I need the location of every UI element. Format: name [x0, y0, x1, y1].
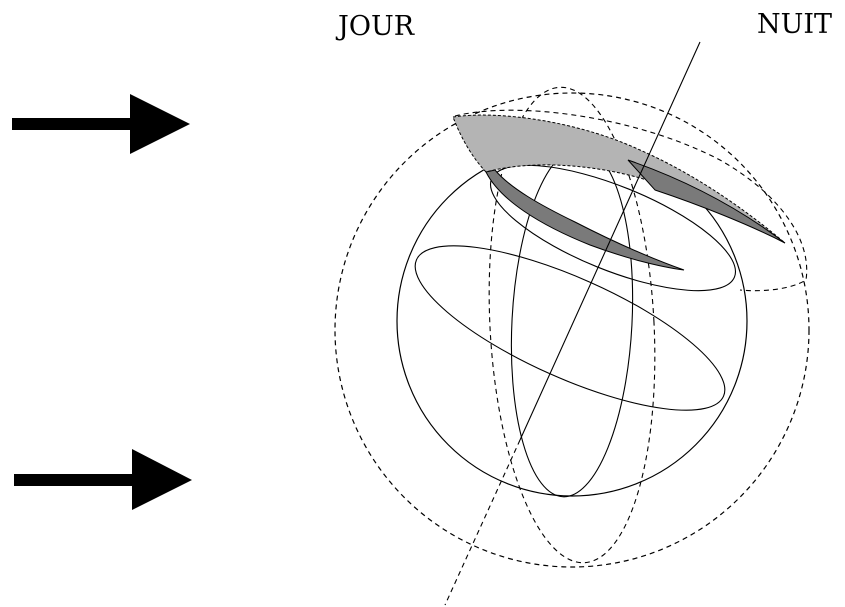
sunlight-arrow-bottom [14, 449, 192, 510]
sunlight-arrow-top [12, 94, 190, 154]
dark-shaded-region-right [627, 159, 786, 244]
rotation-axis-solid [519, 41, 701, 441]
outer-dashed-sphere [334, 92, 810, 568]
rotation-axis-dashed [444, 439, 521, 606]
night-label: NUIT [757, 9, 832, 40]
equatorial-ring [414, 245, 726, 411]
outer-dashed-meridian [488, 86, 656, 564]
dark-shaded-region [485, 169, 685, 271]
outer-polar-cap-ring [454, 109, 808, 292]
day-label: JOUR [335, 11, 415, 42]
